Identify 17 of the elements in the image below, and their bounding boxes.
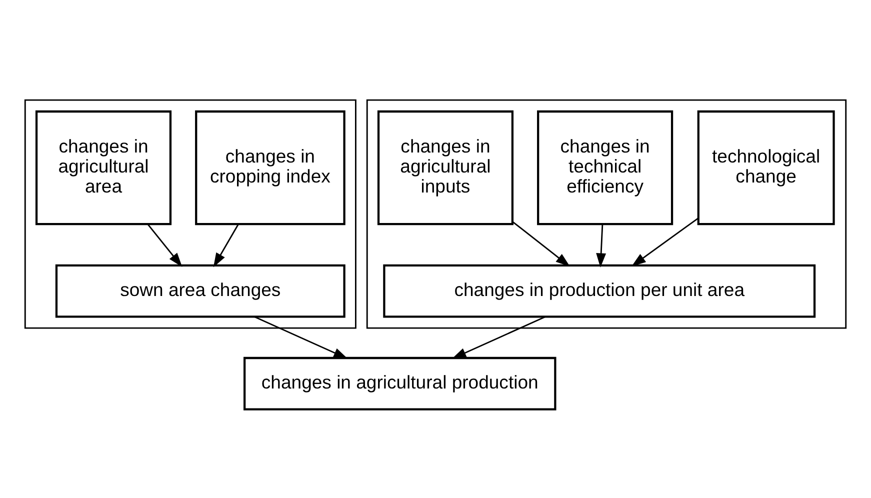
cluster	[366, 99, 847, 329]
node-box: technological change	[697, 110, 835, 226]
arrow	[213, 224, 239, 268]
node-box: changes in cropping index	[195, 110, 346, 226]
arrow	[596, 224, 606, 268]
arrow	[254, 316, 348, 359]
node-box: sown area changes	[55, 264, 346, 318]
node-box: changes in agricultural inputs	[377, 110, 514, 226]
arrow	[512, 221, 570, 267]
arrow	[452, 316, 546, 359]
node-box: changes in production per unit area	[383, 264, 816, 318]
cluster	[24, 99, 356, 329]
arrow	[632, 218, 699, 266]
node-box: changes in technical efficiency	[537, 110, 674, 226]
arrow	[147, 224, 182, 268]
node-box: changes in agricultural production	[244, 356, 556, 410]
node-box: changes in agricultural area	[35, 110, 172, 226]
